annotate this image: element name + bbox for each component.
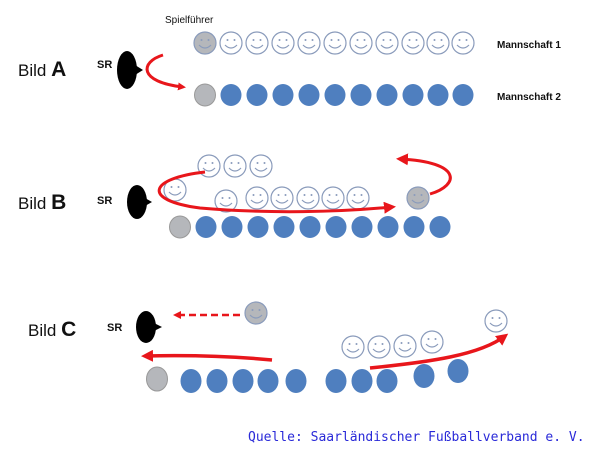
player-dot-icon xyxy=(298,84,320,106)
arrow-icon xyxy=(369,333,509,370)
player-dot-icon xyxy=(427,84,449,106)
panel-a-label: Bild A xyxy=(18,58,66,81)
smiley-face-icon xyxy=(341,335,365,359)
panel-b-label: Bild B xyxy=(18,191,66,214)
player-dot-icon xyxy=(376,369,398,393)
referee-icon xyxy=(117,51,143,89)
player-dot-icon xyxy=(403,216,425,238)
smiley-face-icon xyxy=(349,31,373,55)
smiley-face-icon xyxy=(249,154,273,178)
player-dot-icon xyxy=(206,369,228,393)
arrow-icon xyxy=(157,170,396,214)
player-dot-icon xyxy=(285,369,307,393)
smiley-face-icon xyxy=(323,31,347,55)
player-dot-icon xyxy=(273,216,295,238)
panel-c: Bild C SR xyxy=(28,301,509,393)
team2-label: Mannschaft 2 xyxy=(497,92,561,103)
source-caption: Quelle: Saarländischer Fußballverband e.… xyxy=(248,430,585,445)
smiley-face-icon xyxy=(393,334,417,358)
captain-face-icon xyxy=(193,31,217,55)
player-dot-icon xyxy=(376,84,398,106)
smiley-face-icon xyxy=(297,31,321,55)
captain-player-icon xyxy=(194,83,216,107)
player-dot-icon xyxy=(351,216,373,238)
player-dot-icon xyxy=(247,216,269,238)
team1-players xyxy=(163,154,430,213)
smiley-face-icon xyxy=(346,186,370,210)
smiley-face-icon xyxy=(451,31,475,55)
captain-face-icon xyxy=(406,186,430,210)
smiley-face-icon xyxy=(219,31,243,55)
player-dot-icon xyxy=(232,369,254,393)
team2-row xyxy=(146,359,469,393)
smiley-face-icon xyxy=(296,186,320,210)
player-dot-icon xyxy=(257,369,279,393)
player-dot-icon xyxy=(246,84,268,106)
smiley-face-icon xyxy=(245,186,269,210)
player-dot-icon xyxy=(402,84,424,106)
panel-a: Bild A SR Spielführer xyxy=(18,15,561,107)
arrow-icon xyxy=(145,53,186,91)
player-dot-icon xyxy=(447,359,469,383)
smiley-face-icon xyxy=(426,31,450,55)
player-dot-icon xyxy=(377,216,399,238)
captain-face-icon xyxy=(244,301,268,325)
smiley-face-icon xyxy=(223,154,247,178)
team1-row xyxy=(193,31,475,55)
player-dot-icon xyxy=(180,369,202,393)
player-dot-icon xyxy=(272,84,294,106)
player-dot-icon xyxy=(299,216,321,238)
player-dot-icon xyxy=(429,216,451,238)
smiley-face-icon xyxy=(367,335,391,359)
player-dot-icon xyxy=(325,216,347,238)
arrow-icon xyxy=(141,349,273,362)
player-dot-icon xyxy=(413,364,435,388)
player-dot-icon xyxy=(325,369,347,393)
smiley-face-icon xyxy=(401,31,425,55)
captain-label: Spielführer xyxy=(165,15,214,26)
smiley-face-icon xyxy=(321,186,345,210)
player-dot-icon xyxy=(220,84,242,106)
referee-icon xyxy=(127,185,152,219)
referee-label: SR xyxy=(97,195,112,207)
captain-player-icon xyxy=(169,215,191,239)
smiley-face-icon xyxy=(270,186,294,210)
panel-b: Bild B SR xyxy=(18,153,452,239)
team1-players xyxy=(244,301,508,359)
team1-label: Mannschaft 1 xyxy=(497,40,561,51)
smiley-face-icon xyxy=(484,309,508,333)
smiley-face-icon xyxy=(214,189,238,213)
team2-row xyxy=(194,83,474,107)
team2-row xyxy=(169,215,451,239)
smiley-face-icon xyxy=(375,31,399,55)
smiley-face-icon xyxy=(245,31,269,55)
referee-label: SR xyxy=(97,59,112,71)
smiley-face-icon xyxy=(271,31,295,55)
smiley-face-icon xyxy=(420,330,444,354)
player-dot-icon xyxy=(221,216,243,238)
panel-c-label: Bild C xyxy=(28,318,76,341)
player-dot-icon xyxy=(351,369,373,393)
captain-player-icon xyxy=(146,366,168,392)
referee-label: SR xyxy=(107,322,122,334)
referee-icon xyxy=(136,311,162,343)
player-dot-icon xyxy=(350,84,372,106)
arrow-icon xyxy=(396,153,452,196)
player-dot-icon xyxy=(324,84,346,106)
player-dot-icon xyxy=(195,216,217,238)
player-dot-icon xyxy=(452,84,474,106)
